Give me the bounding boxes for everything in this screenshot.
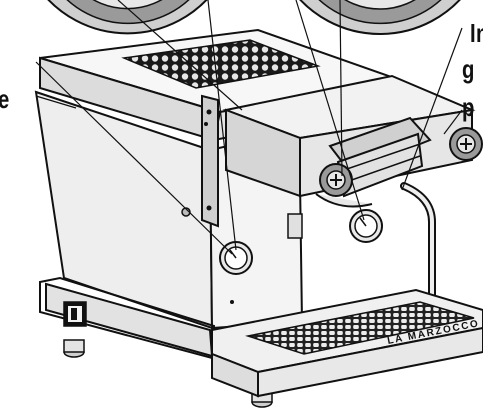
steam-knob-left <box>319 163 353 197</box>
steam-wand <box>400 182 436 300</box>
detail-circle-left <box>47 0 208 35</box>
machine-body <box>34 28 476 408</box>
callout-label-right-line-3: p <box>462 92 475 122</box>
callout-label-right-line-2: g <box>462 54 475 84</box>
steam-knob-right <box>449 127 483 161</box>
callout-leader-lines <box>35 0 463 255</box>
drip-tray <box>211 288 483 398</box>
callout-label-right-line-1: In <box>470 18 483 48</box>
callout-label-left-line-1: e <box>0 86 10 112</box>
pressure-gauge-right <box>349 209 383 243</box>
detail-circle-right <box>299 0 461 35</box>
